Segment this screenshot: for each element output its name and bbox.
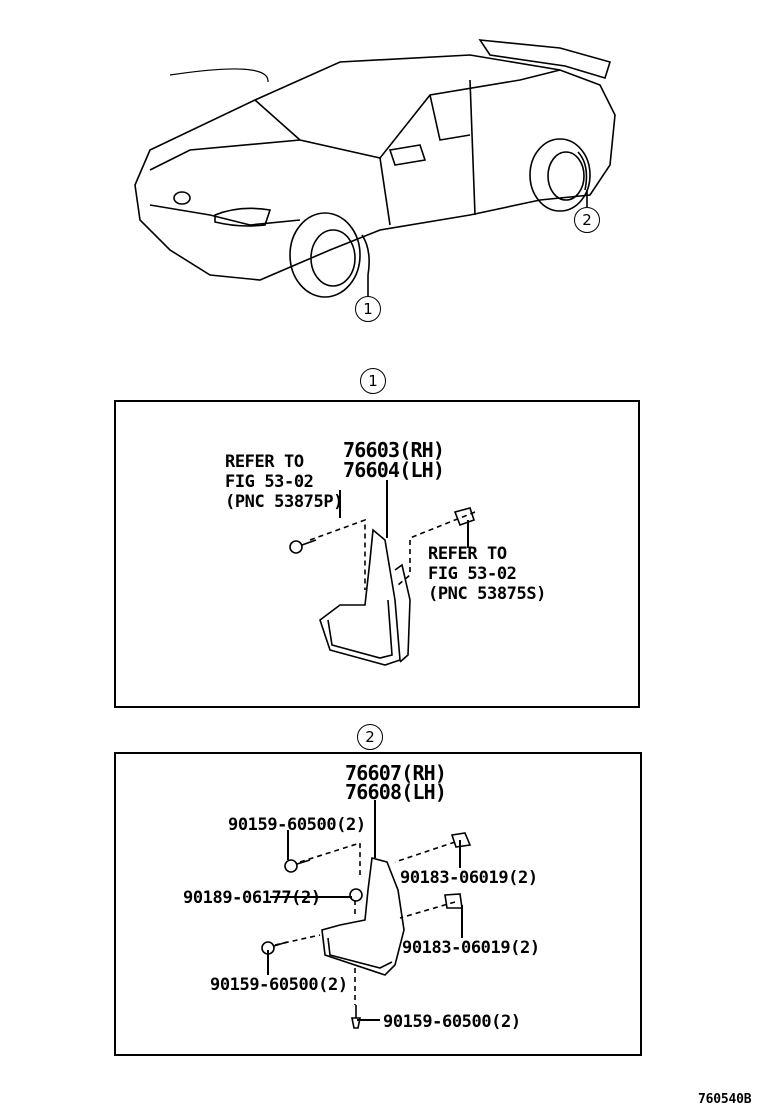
part-number-lh: 76604(LH) <box>343 458 445 482</box>
part-number-lh: 76608(LH) <box>345 780 447 804</box>
section-1-box <box>114 400 640 708</box>
section-1-marker: 1 <box>360 368 386 394</box>
part-callout: 90183-06019(2) <box>402 938 540 958</box>
section-2-box <box>114 752 642 1056</box>
figure-id: 760540B <box>698 1092 752 1107</box>
part-callout: 90159-60500(2) <box>210 975 348 995</box>
right-reference-line-1: REFER TO <box>428 544 507 564</box>
part-callout: 90183-06019(2) <box>400 868 538 888</box>
part-number-rh: 76607(RH) <box>345 761 447 785</box>
part-number-rh: 76603(RH) <box>343 438 445 462</box>
part-callout: 90189-06177(2) <box>183 888 321 908</box>
left-reference-line-1: REFER TO <box>225 452 304 472</box>
callout-2-marker: 2 <box>574 207 600 233</box>
left-reference-line-3: (PNC 53875P) <box>225 492 344 512</box>
car-illustration <box>134 39 616 298</box>
left-reference-line-2: FIG 53-02 <box>225 472 314 492</box>
part-callout: 90159-60500(2) <box>383 1012 521 1032</box>
mudguard-front-illustration <box>289 480 476 666</box>
part-callout: 90159-60500(2) <box>228 815 366 835</box>
callout-1-marker: 1 <box>355 296 381 322</box>
right-reference-line-3: (PNC 53875S) <box>428 584 547 604</box>
right-reference-line-2: FIG 53-02 <box>428 564 517 584</box>
section-2-marker: 2 <box>357 724 383 750</box>
mudguard-rear-illustration <box>261 800 472 1029</box>
